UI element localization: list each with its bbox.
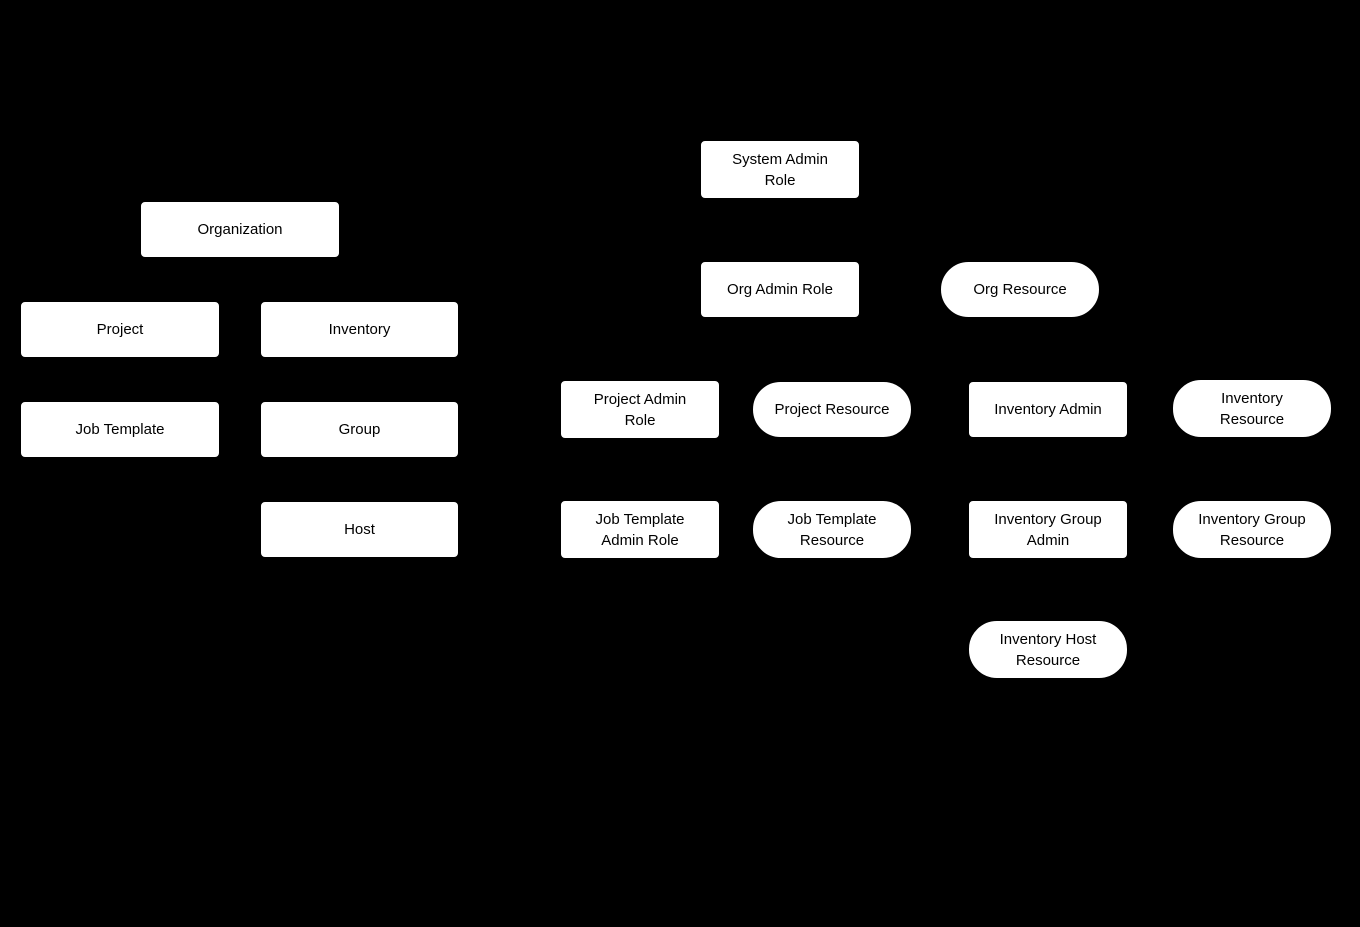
node-system-admin-role: System Admin Role bbox=[701, 141, 859, 198]
node-label: Inventory Resource bbox=[1219, 389, 1285, 428]
node-label: Inventory Group Admin bbox=[994, 510, 1102, 549]
node-label: Project bbox=[96, 321, 144, 338]
node-project-resource: Project Resource bbox=[753, 382, 911, 437]
node-inventory-host-resource: Inventory Host Resource bbox=[969, 621, 1127, 678]
node-organization: Organization bbox=[141, 202, 339, 257]
node-job-template: Job Template bbox=[21, 402, 219, 457]
node-label: Job Template Resource bbox=[787, 510, 877, 549]
node-label: Host bbox=[344, 521, 375, 538]
node-label: Inventory Admin bbox=[994, 401, 1102, 418]
node-label: Project Resource bbox=[774, 401, 890, 418]
node-job-template-admin-role: Job Template Admin Role bbox=[561, 501, 719, 558]
node-label: Inventory Host Resource bbox=[999, 630, 1097, 669]
node-label: System Admin Role bbox=[732, 150, 828, 189]
node-org-admin-role: Org Admin Role bbox=[701, 262, 859, 317]
node-inventory-admin: Inventory Admin bbox=[969, 382, 1127, 437]
node-label: Inventory bbox=[328, 321, 391, 338]
node-project-admin-role: Project Admin Role bbox=[561, 381, 719, 438]
node-label: Inventory Group Resource bbox=[1198, 510, 1306, 549]
node-label: Group bbox=[338, 421, 381, 438]
node-job-template-resource: Job Template Resource bbox=[753, 501, 911, 558]
node-label: Project Admin Role bbox=[593, 390, 687, 429]
node-inventory-group-resource: Inventory Group Resource bbox=[1173, 501, 1331, 558]
node-group: Group bbox=[261, 402, 458, 457]
node-inventory-resource: Inventory Resource bbox=[1173, 380, 1331, 437]
node-inventory: Inventory bbox=[261, 302, 458, 357]
node-host: Host bbox=[261, 502, 458, 557]
node-label: Organization bbox=[197, 221, 283, 238]
node-label: Org Resource bbox=[973, 281, 1067, 298]
node-label: Job Template Admin Role bbox=[595, 510, 685, 549]
node-org-resource: Org Resource bbox=[941, 262, 1099, 317]
node-project: Project bbox=[21, 302, 219, 357]
node-label: Job Template bbox=[75, 421, 165, 438]
node-label: Org Admin Role bbox=[727, 281, 833, 298]
node-inventory-group-admin: Inventory Group Admin bbox=[969, 501, 1127, 558]
